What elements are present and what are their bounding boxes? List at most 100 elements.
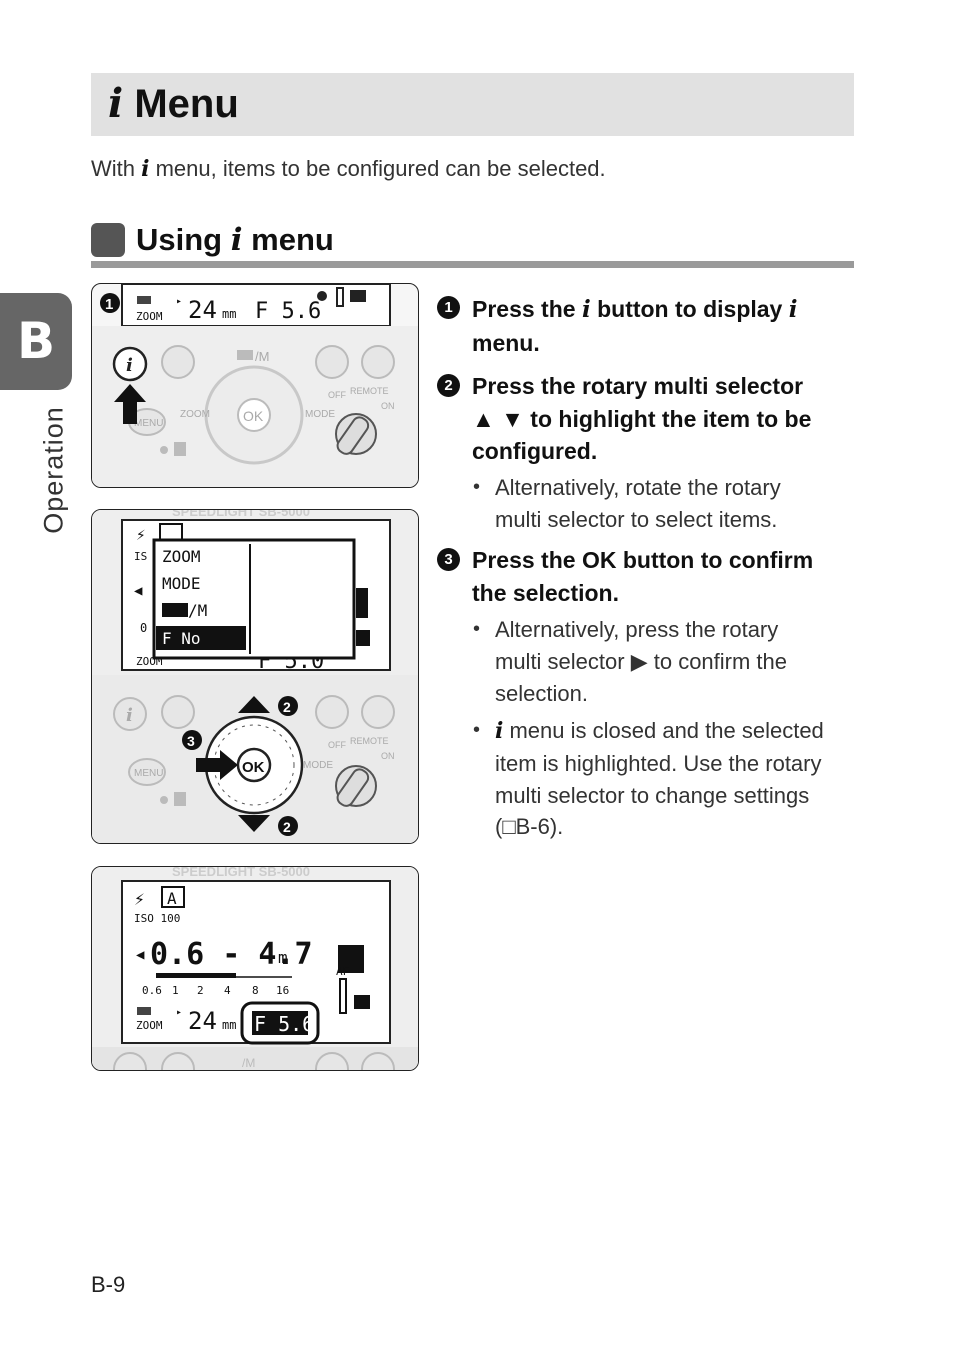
scale-tick: 1 xyxy=(172,984,179,997)
bullet-line: item is highlighted. Use the rotary xyxy=(495,750,822,776)
intro-text: With i menu, items to be configured can … xyxy=(91,154,606,184)
svg-text:▸: ▸ xyxy=(176,296,182,307)
menu-item-mode: MODE xyxy=(162,574,201,593)
lcd-zoom-label: ZOOM xyxy=(136,1019,163,1032)
step-2-text: Press the rotary multi selector ▲ ▼ to h… xyxy=(472,370,811,468)
step-number: 2 xyxy=(437,374,460,397)
menu-label: MENU xyxy=(134,418,163,429)
i-menu-icon: i xyxy=(230,222,243,258)
up-arrow-icon xyxy=(238,696,270,713)
lcd-iso: ISO 100 xyxy=(134,912,180,925)
on-label: ON xyxy=(381,401,395,411)
figure-step-2-3: SPEEDLIGHT SB-5000 ⚡ IS ◀ 0 ZOOM F 5.0 Z… xyxy=(91,509,419,844)
section-title: Using i menu xyxy=(136,219,334,261)
svg-text:◀: ◀ xyxy=(136,947,145,963)
figure-step-1: ZOOM ▸ 24 mm F 5.6 1 i /M OK ZOOM MODE M… xyxy=(91,283,419,488)
step-3-part: the selection. xyxy=(472,579,619,606)
step-2-line: configured. xyxy=(472,438,598,464)
mode-label: /M xyxy=(242,1056,255,1070)
lcd-status-icons xyxy=(317,287,366,307)
section-square-icon xyxy=(91,223,125,257)
i-button xyxy=(112,346,148,382)
down-arrow-icon xyxy=(238,815,270,832)
callout-3: 3 xyxy=(187,733,195,749)
remote-label: REMOTE xyxy=(350,386,389,396)
callout-2-up: 2 xyxy=(283,699,291,715)
menu-item-fno: F No xyxy=(162,629,201,648)
menu-item-mode-m: /M xyxy=(188,601,207,620)
bullet-dot: • xyxy=(473,476,481,498)
step-2-bullet: Alternatively, rotate the rotary multi s… xyxy=(495,472,781,536)
step-1-text: Press the i button to display i menu. xyxy=(472,293,798,359)
step-2-line: Press the rotary multi selector xyxy=(472,373,804,399)
mode-button-label: MODE xyxy=(303,760,333,771)
lcd-zoom-value: 24 xyxy=(188,1007,217,1035)
off-label: OFF xyxy=(328,390,346,400)
svg-text:⚡: ⚡ xyxy=(134,889,145,910)
svg-text:▸: ▸ xyxy=(176,1007,182,1018)
scale-tick: 4 xyxy=(224,984,231,997)
i-menu-icon: i xyxy=(581,296,591,323)
callout-1: 1 xyxy=(105,296,113,313)
bullet-line: multi selector ▶ to confirm the xyxy=(495,648,788,674)
scale-tick: 16 xyxy=(276,984,289,997)
brand-label: SPEEDLIGHT SB-5000 xyxy=(172,867,310,879)
bullet-line: multi selector to change settings xyxy=(495,782,810,808)
i-menu-icon: i xyxy=(495,718,504,744)
lcd-zoom-unit: mm xyxy=(222,307,236,321)
step-3-text: Press the OK button to confirm the selec… xyxy=(472,544,813,609)
section-title-prefix: Using xyxy=(136,222,223,257)
page-number: B-9 xyxy=(91,1272,126,1297)
bullet-line: Alternatively, rotate the rotary xyxy=(495,475,781,500)
menu-label: MENU xyxy=(134,768,163,779)
scale-tick: 2 xyxy=(197,984,204,997)
svg-text:0: 0 xyxy=(140,621,147,635)
step-number: 1 xyxy=(437,296,460,319)
bullet-line: multi selector to select items. xyxy=(495,506,778,532)
figure-step-3-result: SPEEDLIGHT SB-5000 ⚡ A ISO 100 ◀ 0.6 - 4… xyxy=(91,866,419,1071)
page-reference-link[interactable]: (□B-6). xyxy=(495,814,564,840)
lcd-zoom-value: 24 xyxy=(188,296,217,324)
lcd-mode-box: A xyxy=(167,889,177,908)
menu-item-zoom: ZOOM xyxy=(162,547,201,566)
step-3-bullet-1: Alternatively, press the rotary multi se… xyxy=(495,614,787,709)
ok-label: OK xyxy=(581,547,617,573)
step-3-part: button to confirm xyxy=(622,547,814,573)
ok-press-arrow-icon xyxy=(196,750,238,780)
scale-tick: 0.6 xyxy=(142,984,162,997)
svg-text:i: i xyxy=(126,705,133,726)
step-3-bullet-2: i menu is closed and the selected item i… xyxy=(495,715,824,843)
menu-item-highlight xyxy=(156,626,246,650)
chapter-label: Operation xyxy=(38,406,69,534)
bullet-dot: • xyxy=(473,618,481,640)
scale-tick: 8 xyxy=(252,984,259,997)
lcd-range: 0.6 - 4.7 xyxy=(150,937,313,972)
lcd-zoom-label: ZOOM xyxy=(136,310,163,323)
step-2-line: ▲ ▼ to highlight the item to be xyxy=(472,405,812,432)
lcd-fnumber: F 5.6 xyxy=(255,299,321,324)
remote-label: REMOTE xyxy=(350,736,389,746)
lcd-range-unit: m xyxy=(278,948,288,967)
page-title-text: Menu xyxy=(134,82,239,126)
svg-text:◀: ◀ xyxy=(134,583,143,599)
lcd-af-label: AF xyxy=(336,965,349,978)
lcd-zoom-unit: mm xyxy=(222,1018,236,1032)
step-1-part: Press the xyxy=(472,296,576,322)
bullet-line: Alternatively, press the rotary xyxy=(495,617,779,642)
bullet-line: selection. xyxy=(495,680,588,706)
svg-text:i: i xyxy=(126,355,133,376)
ok-button-label: OK xyxy=(242,759,265,776)
ok-button-label: OK xyxy=(243,408,264,424)
i-menu-icon: i xyxy=(788,296,798,323)
on-label: ON xyxy=(381,751,395,761)
title-bar xyxy=(91,73,854,136)
svg-text:IS: IS xyxy=(134,550,147,563)
section-rule xyxy=(91,261,854,268)
lcd-fnumber: F 5.6 xyxy=(254,1012,314,1036)
svg-text:⚡: ⚡ xyxy=(136,525,146,544)
step-1-part: button to display xyxy=(597,296,783,322)
i-menu-icon: i xyxy=(141,156,150,182)
intro-prefix: With xyxy=(91,156,135,181)
step-3-part: Press the xyxy=(472,547,576,573)
mode-label: /M xyxy=(255,349,269,364)
